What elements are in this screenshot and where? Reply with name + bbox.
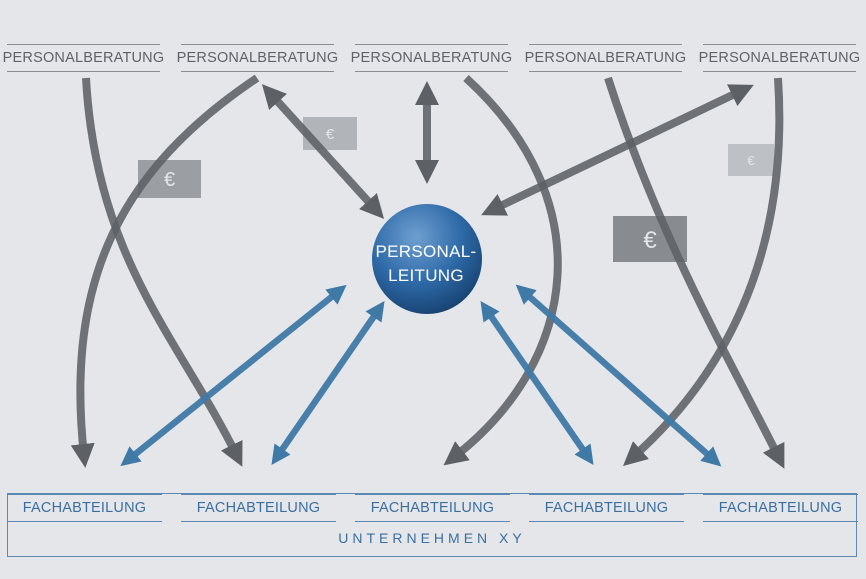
personalberatung-4: PERSONALBERATUNG: [525, 44, 686, 72]
blue-arrow-2: [271, 300, 385, 466]
personalberatung-5: PERSONALBERATUNG: [699, 44, 860, 72]
euro-label-4: €: [747, 153, 755, 168]
euro-label-1: €: [164, 169, 175, 191]
fachabteilung-1: FACHABTEILUNG: [7, 494, 162, 522]
personalleitung-label: PERSONAL- LEITUNG: [366, 240, 486, 288]
fachabteilung-3: FACHABTEILUNG: [355, 494, 510, 522]
personalleitung-node: [372, 204, 482, 314]
personalberatung-3: PERSONALBERATUNG: [351, 44, 512, 72]
grey-arrow-6: [261, 84, 385, 219]
euro-box-4: €: [728, 144, 774, 176]
blue-arrow-4: [515, 284, 722, 467]
grey-arrow-2: [70, 74, 260, 468]
grey-arrow-1: [82, 77, 243, 467]
company-frame: [7, 493, 857, 557]
fachabteilung-5: FACHABTEILUNG: [703, 494, 858, 522]
personalberatung-1: PERSONALBERATUNG: [3, 44, 164, 72]
euro-label-2: €: [326, 126, 335, 143]
company-label: UNTERNEHMEN XY: [338, 530, 526, 546]
euro-label-3: €: [643, 227, 657, 254]
fachabteilung-4: FACHABTEILUNG: [529, 494, 684, 522]
personalleitung-line-1: PERSONAL-: [375, 242, 477, 261]
grey-arrow-8: [481, 84, 754, 216]
personalberatung-2: PERSONALBERATUNG: [177, 44, 338, 72]
personalleitung-line-2: LEITUNG: [388, 266, 464, 285]
fachabteilung-2: FACHABTEILUNG: [181, 494, 336, 522]
